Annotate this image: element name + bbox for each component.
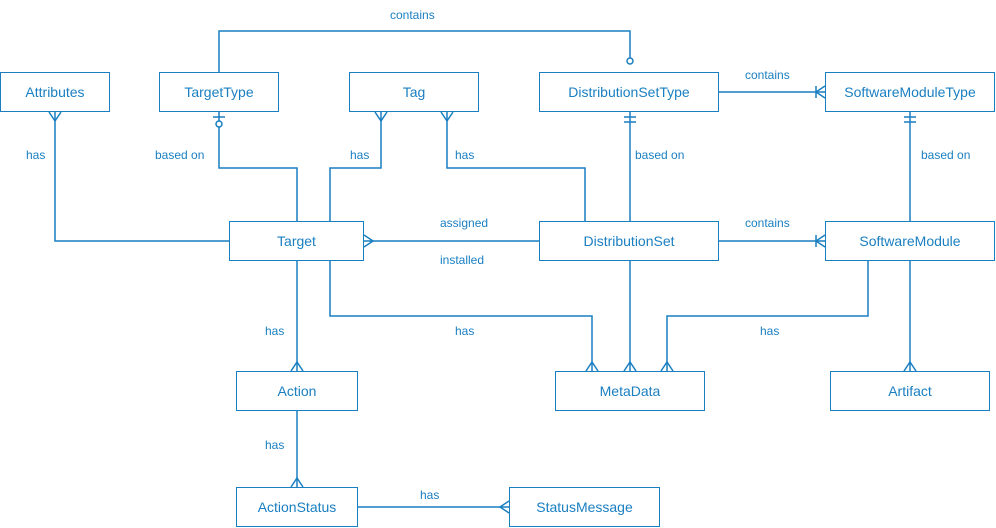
- bars-smt: [904, 116, 916, 123]
- crowfoot-attributes: [48, 111, 62, 123]
- entity-target[interactable]: Target: [229, 221, 364, 261]
- entity-artifact[interactable]: Artifact: [830, 371, 990, 411]
- entity-distributionset[interactable]: DistributionSet: [539, 221, 719, 261]
- label-tt-based-on: based on: [155, 148, 205, 162]
- entity-target-label: Target: [277, 233, 316, 249]
- crowfoot-tag-target: [374, 111, 388, 123]
- label-smt-based-on: based on: [921, 148, 971, 162]
- crowfoot-actionstatus: [290, 476, 304, 488]
- crowfoot-zero: [626, 57, 634, 65]
- crowfoot-statusmessage: [498, 500, 510, 514]
- crowfoot-sm: [814, 234, 826, 248]
- entity-action-label: Action: [277, 383, 317, 399]
- crowfoot-metadata-1: [585, 360, 599, 372]
- label-dst-based-on: based on: [635, 148, 685, 162]
- entity-distributionsettype[interactable]: DistributionSetType: [539, 72, 719, 112]
- entity-distributionset-label: DistributionSet: [583, 233, 675, 249]
- bars-dst: [624, 116, 636, 123]
- entity-softwaremoduletype-label: SoftwareModuleType: [844, 84, 976, 100]
- entity-targettype-label: TargetType: [184, 84, 254, 100]
- entity-softwaremodule-label: SoftwareModule: [859, 233, 961, 249]
- label-assigned: assigned: [440, 216, 489, 230]
- entity-artifact-label: Artifact: [888, 383, 932, 399]
- label-attr-has: has: [26, 148, 46, 162]
- entity-attributes-label: Attributes: [25, 84, 85, 100]
- entity-metadata-label: MetaData: [599, 383, 661, 399]
- label-target-meta-has: has: [455, 324, 475, 338]
- label-sm-meta-has: has: [760, 324, 780, 338]
- crowfoot-tag-ds: [440, 111, 454, 123]
- entity-statusmessage[interactable]: StatusMessage: [509, 487, 660, 527]
- entity-actionstatus[interactable]: ActionStatus: [236, 487, 358, 527]
- crowfoot-metadata-2: [623, 360, 637, 372]
- label-tag-has: has: [350, 148, 370, 162]
- entity-targettype[interactable]: TargetType: [159, 72, 279, 112]
- crowfoot-target-ds: [363, 234, 375, 248]
- entity-statusmessage-label: StatusMessage: [536, 499, 633, 515]
- edge-sm-metadata: [666, 261, 869, 371]
- circle-targettype: [215, 120, 223, 128]
- entity-actionstatus-label: ActionStatus: [257, 499, 337, 515]
- crowfoot-artifact: [903, 360, 917, 372]
- label-installed: installed: [440, 253, 485, 267]
- edge-targettype-target: [218, 112, 298, 221]
- label-action-status-has: has: [265, 438, 285, 452]
- label-dst-contains: contains: [745, 68, 790, 82]
- entity-distributionsettype-label: DistributionSetType: [568, 84, 690, 100]
- crowfoot-metadata-3: [660, 360, 674, 372]
- entity-tag[interactable]: Tag: [349, 72, 479, 112]
- edge-targettype-dst: [218, 30, 631, 72]
- label-target-action-has: has: [265, 324, 285, 338]
- entity-softwaremodule[interactable]: SoftwareModule: [825, 221, 995, 261]
- edge-tag-target: [329, 112, 382, 221]
- crowfoot-smt: [814, 85, 826, 99]
- entity-softwaremoduletype[interactable]: SoftwareModuleType: [825, 72, 995, 112]
- edge-target-metadata: [329, 261, 593, 371]
- edge-attributes-target: [54, 112, 229, 242]
- crowfoot-action: [290, 360, 304, 372]
- entity-attributes[interactable]: Attributes: [0, 72, 110, 112]
- label-status-message-has: has: [420, 488, 440, 502]
- entity-action[interactable]: Action: [236, 371, 358, 411]
- label-tt-contains: contains: [390, 8, 435, 22]
- label-ds-contains: contains: [745, 216, 790, 230]
- entity-metadata[interactable]: MetaData: [555, 371, 705, 411]
- entity-tag-label: Tag: [402, 84, 426, 100]
- label-tag-ds-has: has: [455, 148, 475, 162]
- edge-tag-ds: [446, 112, 586, 221]
